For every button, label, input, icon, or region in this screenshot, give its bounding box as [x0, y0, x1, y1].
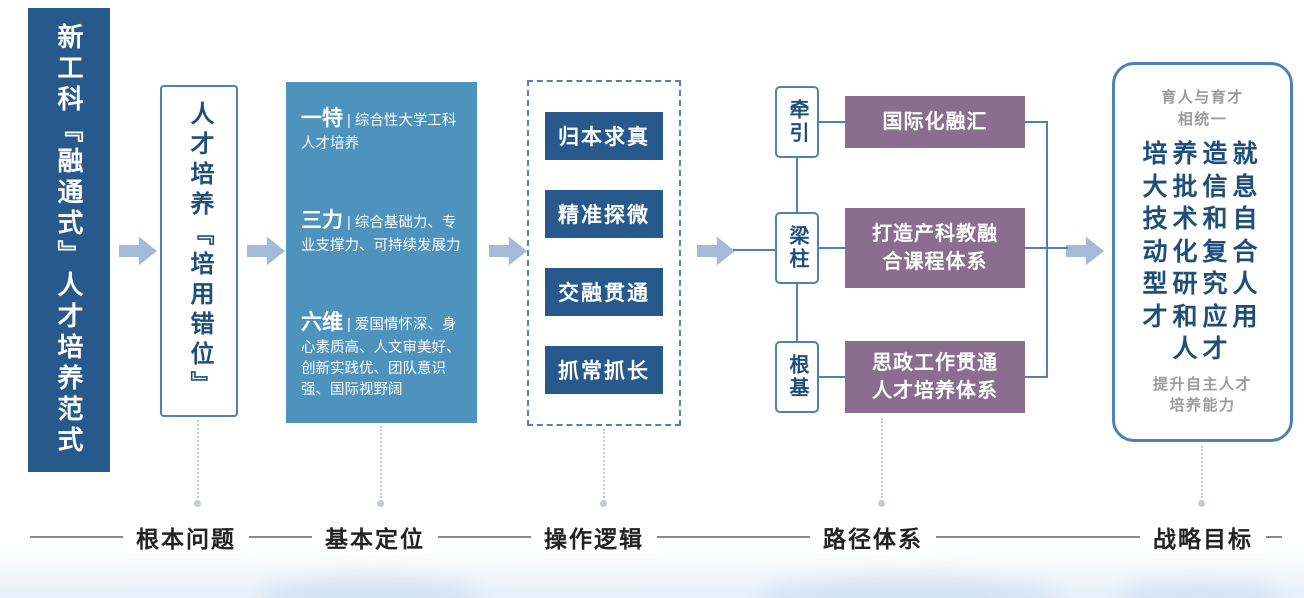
- connector-line: [796, 157, 798, 213]
- target-text: 国际化融汇: [882, 111, 988, 133]
- goal-top-text: 育人与育才相统一: [1161, 89, 1244, 128]
- positioning-desc: 综合性大学工科人才培养: [301, 113, 457, 153]
- target-text: 打造产科教融合课程体系: [872, 223, 998, 273]
- bracket-line: [1024, 376, 1048, 378]
- connector-dot: [194, 500, 201, 507]
- flow-arrow-icon: [247, 236, 285, 266]
- connector-line: [818, 121, 845, 123]
- connector-line: [796, 283, 798, 342]
- background-wash: [0, 546, 1304, 598]
- logic-item: 归本求真: [545, 112, 663, 160]
- goal-box: 育人与育才相统一 培养造就大批信息技术和自动化复合型研究人才和应用人才 提升自主…: [1112, 62, 1293, 442]
- flow-arrow-icon: [489, 236, 527, 266]
- paradigm-title-text: 新工科『融通式』人才培养范式: [54, 23, 84, 457]
- positioning-keyword: 六维: [301, 310, 343, 334]
- flow-arrow-icon: [1066, 236, 1104, 266]
- positioning-keyword: 三力: [301, 208, 343, 232]
- paradigm-title-box: 新工科『融通式』人才培养范式: [28, 8, 110, 472]
- axis-label-basic-positioning: 基本定位: [312, 520, 438, 554]
- dotted-connector: [197, 420, 199, 498]
- separator: |: [347, 315, 351, 333]
- positioning-item: 三力|综合基础力、专业支撑力、可持续发展力: [301, 206, 462, 257]
- target-internationalization: 国际化融汇: [845, 96, 1025, 148]
- positioning-desc: 综合基础力、专业支撑力、可持续发展力: [301, 214, 461, 255]
- positioning-item: 六维|爱国情怀深、身心素质高、人文审美好、创新实践优、团队意识强、国际视野阔: [301, 308, 462, 401]
- node-label: 根基: [786, 354, 808, 400]
- separator: |: [347, 213, 351, 231]
- separator: |: [347, 112, 351, 129]
- node-traction: 牵引: [775, 86, 819, 158]
- node-pillar: 梁柱: [775, 212, 819, 284]
- bracket-line: [1024, 121, 1048, 123]
- node-label: 梁柱: [786, 225, 808, 271]
- connector-dot: [600, 500, 607, 507]
- logic-item: 精准探微: [545, 190, 663, 238]
- axis-label-operational-logic: 操作逻辑: [531, 520, 657, 554]
- problem-text: 人才培养『培用错位』: [186, 101, 213, 401]
- background-blob: [760, 576, 1060, 598]
- dotted-connector: [603, 429, 605, 498]
- problem-box: 人才培养『培用错位』: [160, 85, 238, 417]
- positioning-item: 一特|综合性大学工科人才培养: [301, 104, 462, 155]
- connector-dot: [878, 500, 885, 507]
- node-foundation: 根基: [775, 341, 819, 413]
- connector-dot: [1198, 500, 1205, 507]
- positioning-desc: 爱国情怀深、身心素质高、人文审美好、创新实践优、团队意识强、国际视野阔: [301, 316, 461, 398]
- connector-line: [818, 376, 845, 378]
- background-blob: [1120, 580, 1280, 598]
- target-ideological-system: 思政工作贯通人才培养体系: [845, 341, 1025, 413]
- flow-arrow-icon: [119, 236, 157, 266]
- bracket-line: [1046, 121, 1048, 378]
- goal-main-text: 培养造就大批信息技术和自动化复合型研究人才和应用人才: [1142, 140, 1263, 364]
- dotted-connector: [1201, 446, 1203, 498]
- goal-bottom-text: 提升自主人才培养能力: [1152, 375, 1252, 415]
- node-label: 牵引: [786, 99, 808, 145]
- dotted-connector: [380, 426, 382, 498]
- axis-label-fundamental-problem: 根本问题: [123, 520, 249, 554]
- background-blob: [260, 576, 480, 598]
- positioning-box: 一特|综合性大学工科人才培养 三力|综合基础力、专业支撑力、可持续发展力 六维|…: [286, 82, 477, 423]
- logic-item: 交融贯通: [545, 268, 663, 316]
- connector-dot: [377, 500, 384, 507]
- logic-box: 归本求真 精准探微 交融贯通 抓常抓长: [527, 80, 681, 426]
- logic-item: 抓常抓长: [545, 346, 663, 394]
- target-text: 思政工作贯通人才培养体系: [872, 352, 998, 402]
- flow-arrow-icon: [697, 236, 735, 266]
- positioning-keyword: 一特: [301, 107, 343, 130]
- axis-label-path-system: 路径体系: [810, 520, 936, 554]
- connector-line: [818, 247, 845, 249]
- axis-label-strategic-goal: 战略目标: [1140, 520, 1266, 554]
- connector-line: [733, 249, 776, 251]
- dotted-connector: [881, 418, 883, 498]
- target-curriculum-system: 打造产科教融合课程体系: [845, 208, 1025, 288]
